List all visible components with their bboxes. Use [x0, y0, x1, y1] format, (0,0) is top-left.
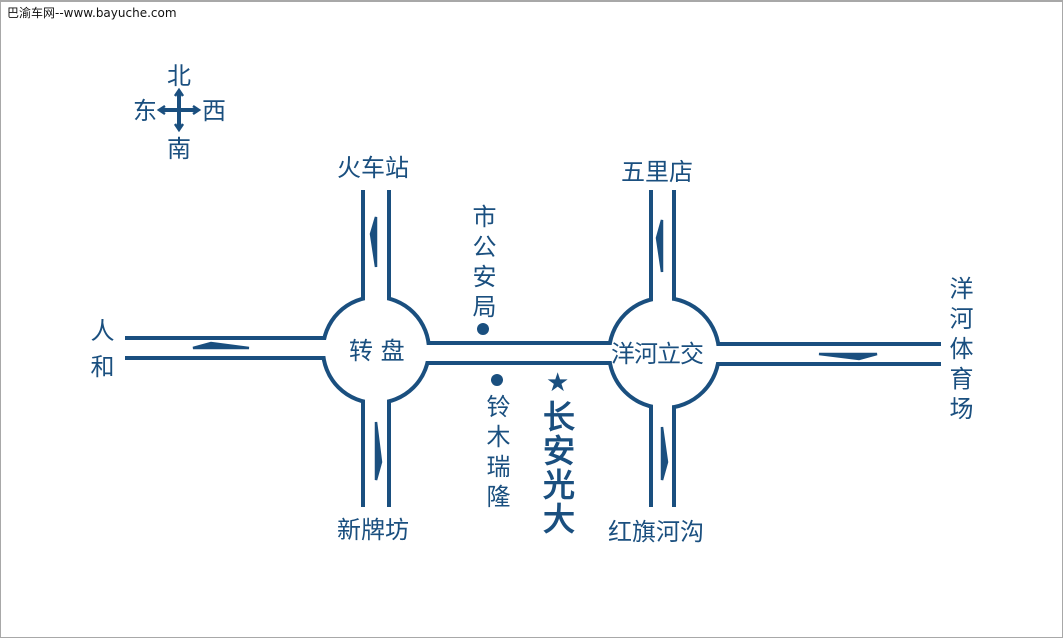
compass-cross-icon	[156, 87, 202, 133]
police-bureau-marker	[477, 323, 489, 335]
label-police-bureau: 市公安局	[468, 204, 496, 324]
label-train-station: 火车站	[337, 154, 409, 182]
compass-west: 西	[202, 97, 226, 125]
arrow-north-icon	[369, 216, 378, 268]
arrow-east-icon	[818, 352, 878, 361]
label-wulidian: 五里店	[621, 158, 693, 186]
suzuki-marker	[491, 374, 503, 386]
compass-south: 南	[167, 135, 191, 163]
label-target: 长安光大	[538, 400, 576, 536]
arrow-north-icon	[655, 219, 664, 273]
watermark: 巴渝车网--www.bayuche.com	[7, 6, 177, 20]
roundabout-left-label: 转 盘	[349, 337, 405, 365]
compass-north: 北	[167, 62, 191, 90]
label-yanghe-stadium: 洋河体育场	[945, 276, 973, 426]
label-xinpaifang: 新牌坊	[337, 516, 409, 544]
roundabout-right-label: 洋河立交	[611, 340, 704, 368]
compass-east: 东	[133, 97, 157, 125]
star-icon: ★	[546, 368, 570, 398]
arrow-south-icon	[660, 426, 669, 481]
arrow-south-icon	[374, 421, 383, 481]
arrow-west-icon	[192, 341, 250, 350]
label-renhe: 人和	[86, 318, 114, 390]
label-suzuki: 铃木瑞隆	[482, 394, 510, 514]
label-hongqihegou: 红旗河沟	[608, 518, 704, 546]
